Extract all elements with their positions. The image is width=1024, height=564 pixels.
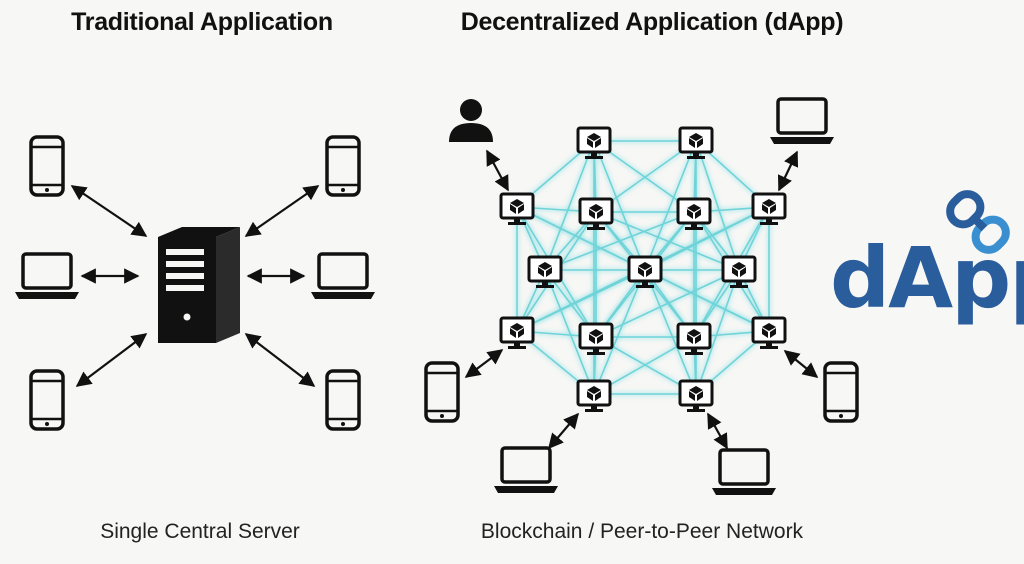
monitor-block-icon [578,322,614,355]
arrow-phone-left-node [464,349,504,378]
arrow-laptop-node [777,150,799,192]
monitor-block-icon [751,192,787,225]
laptop-icon [15,252,79,299]
monitor-block-icon [576,379,612,412]
mesh-link [644,140,697,271]
monitor-block-icon [578,197,614,230]
arrow-server-bottom-right [244,333,316,387]
mesh-link [695,140,740,271]
mesh-link [593,140,646,271]
mesh-link [593,269,646,395]
laptop-icon [311,252,375,299]
arrow-server-top-right [244,185,320,237]
dapp-logo-text: dApp [830,229,1024,327]
mesh-link [595,269,740,338]
monitor-block-icon [499,192,535,225]
phone-icon [325,369,361,431]
mesh-link [544,140,595,271]
mesh-link [544,211,695,271]
phone-icon [29,135,65,197]
monitor-block-icon [751,316,787,349]
traditional-title: Traditional Application [71,8,333,36]
laptop-icon [494,446,558,493]
monitor-block-icon [721,255,757,288]
arrow-laptop-bottom-right-node [707,412,728,450]
phone-icon [325,135,361,197]
arrow-server-top-left [70,185,148,237]
mesh-link [595,211,740,271]
monitor-block-icon [678,126,714,159]
monitor-block-icon [627,255,663,288]
monitor-block-icon [527,255,563,288]
user-icon [449,99,493,142]
mesh-link [695,269,740,395]
monitor-block-icon [676,322,712,355]
arrow-user-node [486,149,509,192]
central-server-caption: Single Central Server [100,520,300,543]
connection-arrows [70,149,819,450]
monitor-block-icon [676,197,712,230]
arrow-server-bottom-left [75,333,148,387]
phone-icon [823,361,859,423]
mesh-link [644,269,697,395]
arrow-laptop-bottom-left-node [548,412,579,450]
phone-icon [29,369,65,431]
laptop-icon [712,448,776,495]
monitor-block-icon [678,379,714,412]
chain-link-icon [946,190,1010,254]
mesh-link [544,269,595,395]
dapp-title: Decentralized Application (dApp) [460,8,844,36]
laptop-icon [770,97,834,144]
device-icons [15,97,859,495]
monitor-block-icon [499,316,535,349]
server-tower-icon [158,227,240,343]
phone-icon [424,361,460,423]
arrow-phone-right-node [783,350,819,378]
monitor-block-icon [576,126,612,159]
p2p-caption: Blockchain / Peer-to-Peer Network [480,520,804,543]
